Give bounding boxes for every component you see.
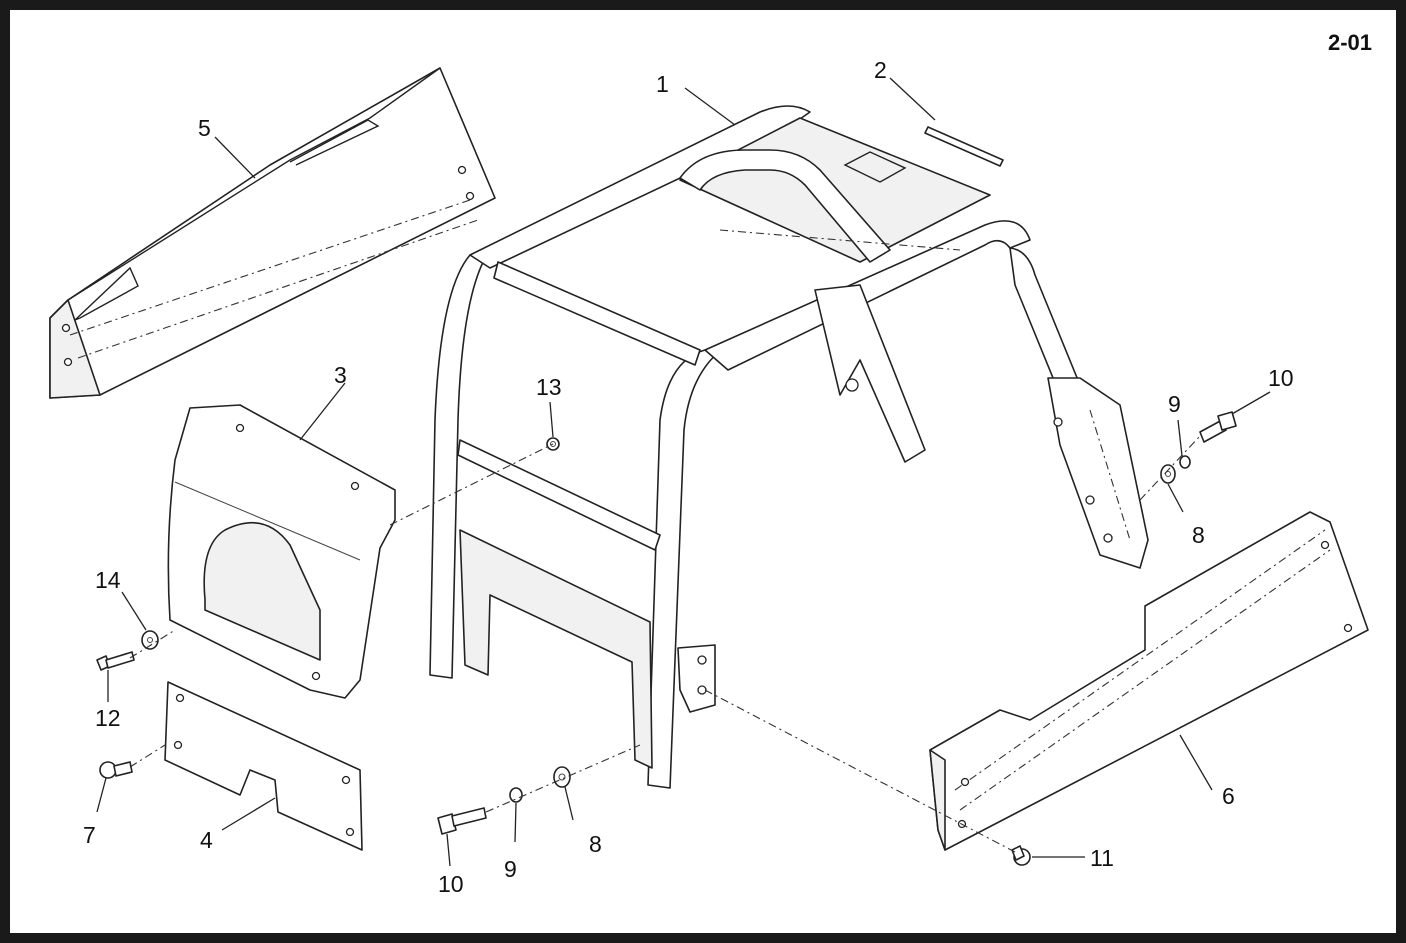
part-4-lower-plate — [164, 681, 363, 851]
part-8-washer-lower — [553, 766, 571, 788]
leader-lines — [96, 77, 1271, 867]
callout-12: 12 — [95, 705, 121, 731]
page-reference: 2-01 — [1328, 30, 1372, 55]
callout-4: 4 — [200, 827, 213, 853]
callout-1: 1 — [656, 71, 669, 97]
callout-9-upper: 9 — [1168, 391, 1181, 417]
part-9-lock-washer-upper — [1179, 455, 1191, 469]
part-9-lock-washer-lower — [509, 787, 523, 803]
callout-labels: 1 2 3 4 5 6 7 8 8 9 9 10 10 11 12 13 14 — [83, 57, 1294, 897]
part-12-bolt — [96, 651, 135, 671]
part-8-washer-upper — [1160, 464, 1176, 484]
part-10-bolt-upper — [1199, 411, 1237, 443]
callout-7: 7 — [83, 822, 96, 848]
callout-5: 5 — [198, 115, 211, 141]
callout-9-lower: 9 — [504, 856, 517, 882]
part-10-bolt-lower — [437, 807, 487, 835]
callout-8-lower: 8 — [589, 831, 602, 857]
part-2-pin — [924, 126, 1004, 167]
part-5-upper-left-panel — [49, 67, 496, 399]
callout-13: 13 — [536, 374, 562, 400]
part-1-frame — [429, 105, 1149, 789]
assembly-lines — [129, 435, 1201, 853]
callout-8-upper: 8 — [1192, 522, 1205, 548]
callout-11: 11 — [1090, 845, 1114, 871]
part-3-cover-panel — [167, 404, 396, 699]
callout-10-lower: 10 — [438, 871, 464, 897]
callout-3: 3 — [334, 362, 347, 388]
callout-10-upper: 10 — [1268, 365, 1294, 391]
part-11-flange-bolt — [1011, 845, 1031, 866]
part-7-flange-bolt — [99, 761, 133, 779]
callout-6: 6 — [1222, 783, 1235, 809]
part-6-right-panel — [929, 511, 1369, 851]
callout-14: 14 — [95, 567, 121, 593]
part-14-washer — [141, 630, 159, 650]
callout-2: 2 — [874, 57, 887, 83]
